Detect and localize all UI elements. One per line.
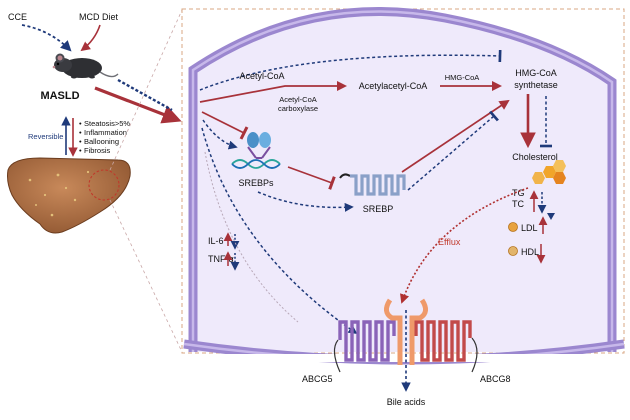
feature-steatosis: Steatosis>5% [84,119,130,128]
acetylacetyl-coa-label: Acetylacetyl-CoA [359,81,428,91]
masld-to-cell-dashed [117,78,173,112]
srebp-to-synthetase-dashed [407,110,499,191]
cce-label: CCE [8,12,27,22]
svg-text:•: • [79,119,82,128]
masld-label: MASLD [40,90,79,102]
liver-zoom-circle [88,169,120,201]
masld-to-cell-arrow [94,86,182,124]
hdl-label: HDL [521,247,539,257]
abcg5-label: ABCG5 [302,374,333,384]
hmg-coa-arrow-label: HMG-CoA [445,73,480,82]
srebp-label: SREBP [363,204,394,214]
top-inhibition-arrow [199,49,502,91]
svg-text:•: • [79,137,82,146]
srebps-label: SREBPs [238,178,274,188]
reversible-label: Reversible [28,132,63,141]
il6-label: IL-6 [208,236,224,246]
srebps-protein-icon [247,132,271,159]
zoom-line-bottom [109,199,183,353]
tnf-label: TNF-α [208,254,234,264]
hmg-synthetase-label-2: synthetase [514,80,558,90]
feature-list: • Steatosis>5% • Inflammation • Ballooni… [79,119,130,155]
feature-fibrosis: Fibrosis [84,146,111,155]
acetyl-to-acetylacetyl-arrow [199,80,348,103]
efflux-arrow [400,187,529,304]
tc-label: TC [512,199,524,209]
srebps-to-srebp-dashed [257,191,354,212]
svg-text:•: • [79,146,82,155]
acetyl-coa-label: Acetyl-CoA [239,71,284,81]
liver-illustration [7,157,131,234]
central-transporter-icon [384,298,428,365]
efflux-label: Efflux [438,237,461,247]
diet-arrow [80,24,101,52]
mouse-icon [52,53,119,79]
tg-label: TG [512,188,525,198]
feature-inflammation: Inflammation [84,128,127,137]
feature-ballooning: Ballooning [84,137,119,146]
ldl-particle-icon [508,222,518,232]
svg-text:•: • [79,128,82,137]
diet-label: MCD Diet [79,12,119,22]
ldl-label: LDL [521,223,538,233]
abcg5-transporter-icon [333,320,396,373]
srebps-dashed-arrow [202,119,238,150]
srebps-to-srebp-inhibition [287,166,336,190]
bile-acids-label: Bile acids [387,397,426,407]
acc-label-2: carboxylase [278,104,318,113]
cholesterol-label: Cholesterol [512,152,558,162]
srebps-inhibition-line [201,111,249,140]
cholesterol-molecule-icon [532,160,566,184]
abcg8-transporter-icon [414,320,478,373]
srebp-protein-icon [339,173,406,196]
ldl-down-triangle [547,213,555,220]
abcg8-label: ABCG8 [480,374,511,384]
dna-helix-icon [231,159,281,169]
cce-arrow [21,24,72,52]
hdl-particle-icon [508,246,518,256]
hmg-synthetase-label-1: HMG-CoA [515,68,557,78]
zoom-line-top [109,9,183,171]
acc-label-1: Acetyl-CoA [279,95,317,104]
